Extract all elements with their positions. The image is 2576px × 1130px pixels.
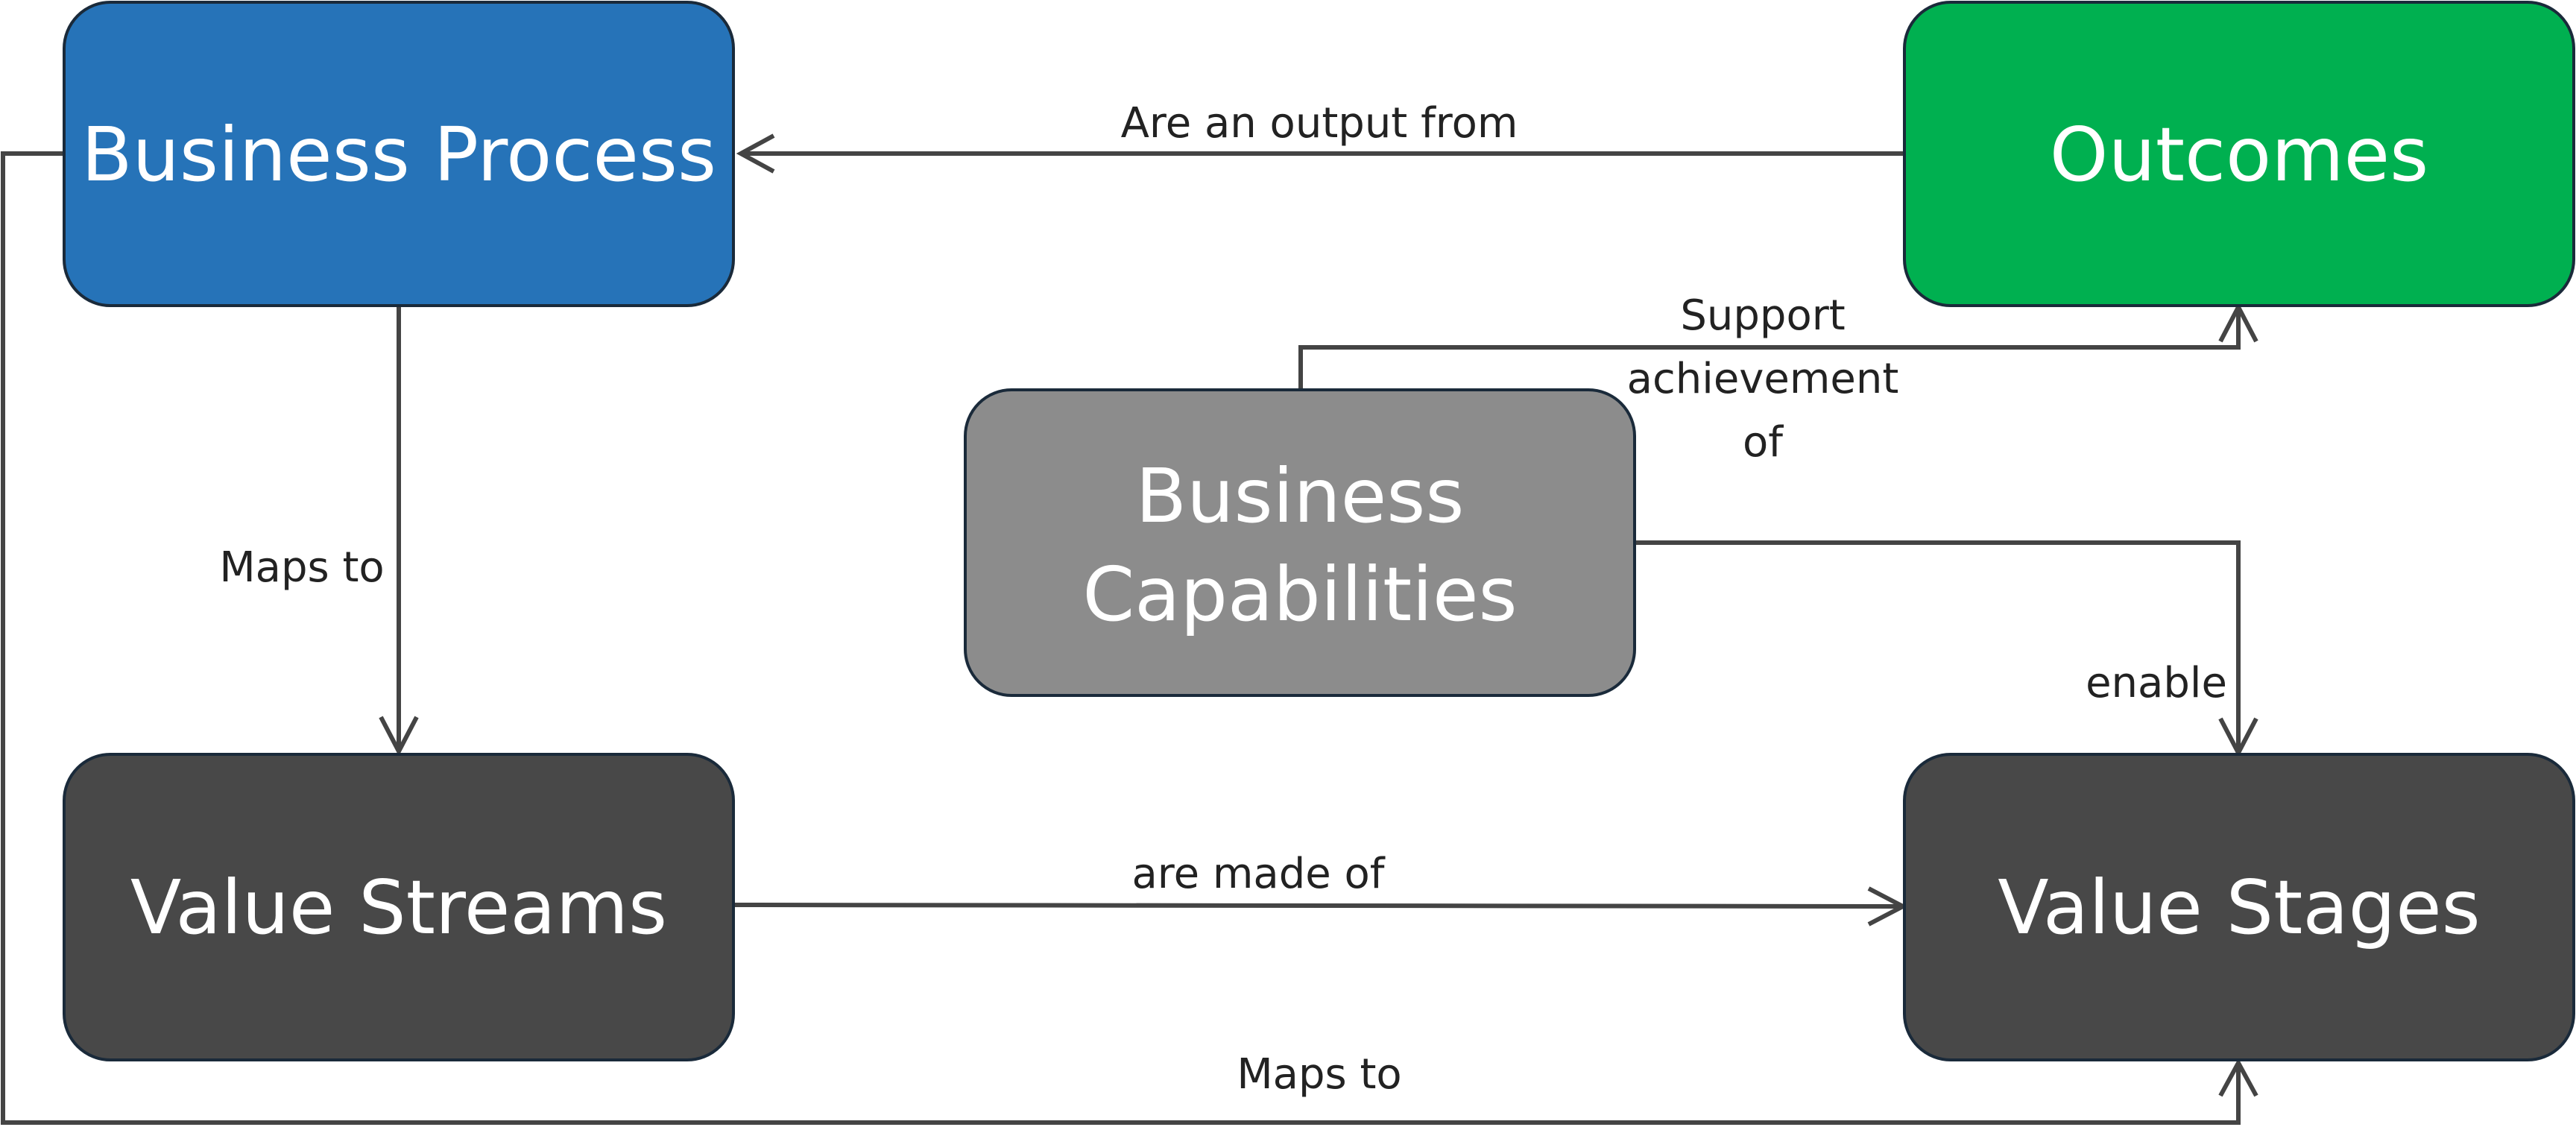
- edge-label-support-line3: of: [1743, 418, 1784, 467]
- edge-label-enable: enable: [2086, 659, 2227, 707]
- edge-maps-to-value-streams: Maps to: [219, 306, 419, 757]
- node-label-business-process: Business Process: [81, 111, 716, 198]
- edge-output-from: Are an output from: [736, 99, 1904, 174]
- node-business-process[interactable]: Business Process: [63, 1, 735, 307]
- edge-label-support-line2: achievement: [1627, 355, 1899, 403]
- node-value-stages[interactable]: Value Stages: [1903, 753, 2575, 1061]
- edge-support-achievement: Support achievement of: [1298, 291, 2258, 467]
- node-label-business-capabilities-line1: Business: [1136, 452, 1465, 540]
- edge-enable: enable: [1635, 540, 2258, 758]
- node-value-streams[interactable]: Value Streams: [63, 753, 735, 1061]
- edge-label-maps-to-value-streams: Maps to: [219, 543, 384, 592]
- edge-label-maps-to-value-stages: Maps to: [1237, 1050, 1401, 1099]
- node-label-business-capabilities-line2: Capabilities: [1082, 551, 1517, 638]
- node-label-outcomes: Outcomes: [2050, 111, 2429, 198]
- node-business-capabilities[interactable]: Business Capabilities: [964, 388, 1636, 697]
- edge-label-output-from: Are an output from: [1121, 99, 1518, 148]
- node-label-value-streams: Value Streams: [130, 864, 667, 951]
- edge-label-support-line1: Support: [1680, 291, 1845, 340]
- node-outcomes[interactable]: Outcomes: [1903, 1, 2575, 307]
- edge-label-are-made-of: are made of: [1131, 850, 1385, 898]
- edge-maps-to-value-stages: Maps to: [1, 151, 2258, 1125]
- edge-are-made-of: are made of: [733, 850, 1908, 927]
- node-label-value-stages: Value Stages: [1998, 864, 2480, 951]
